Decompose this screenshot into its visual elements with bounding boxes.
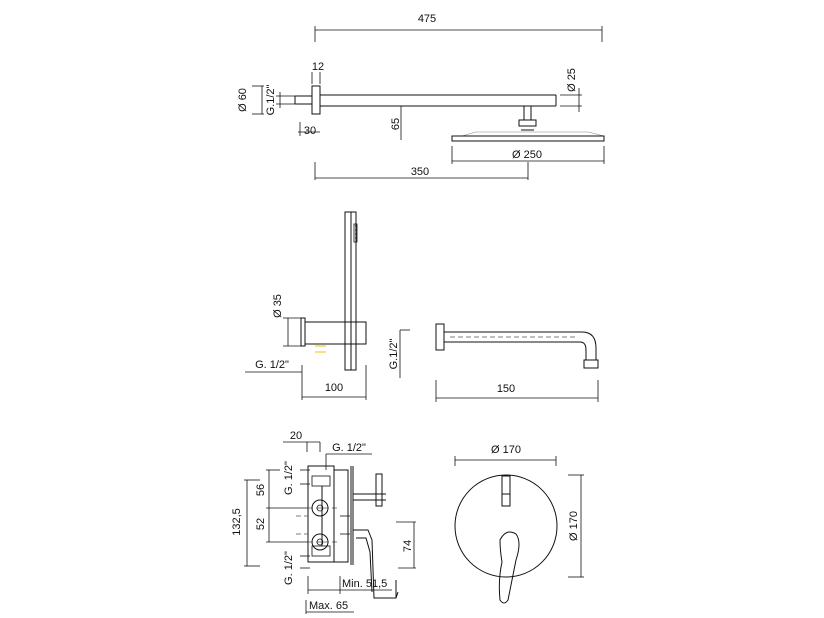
flange-thickness-label: 12 xyxy=(312,61,324,73)
outlet-thread-label: G. 1/2" xyxy=(332,442,366,454)
max-depth-label: Max. 65 xyxy=(309,600,348,612)
flange-offset-label: 30 xyxy=(304,125,316,137)
cover-plate-view: Ø 170 Ø 170 xyxy=(454,444,584,604)
flange-diameter-label: Ø 60 xyxy=(237,88,249,112)
lower-thread-label: G. 1/2" xyxy=(283,551,295,585)
hand-inlet-thread-label: G. 1/2" xyxy=(255,359,289,371)
head-diameter-label: Ø 250 xyxy=(512,149,542,161)
min-depth-label: Min. 51,5 xyxy=(342,578,387,590)
hand-shower-view: Ø 35 G. 1/2" 100 xyxy=(245,211,367,400)
hand-flange-diameter-label: Ø 35 xyxy=(272,294,284,318)
mixer-body-view: 20 G. 1/2" G. 1/2" xyxy=(231,430,416,614)
hand-projection-label: 100 xyxy=(325,382,343,394)
spout-view: G.1/2" 150 xyxy=(388,323,599,402)
spout-reach-label: 150 xyxy=(497,383,515,395)
shower-arm-view: 475 12 Ø 60 G.1/2" Ø 25 65 xyxy=(237,13,605,180)
lever-height-label: 74 xyxy=(402,540,414,552)
plate-width-label: Ø 170 xyxy=(491,444,521,456)
arm-inlet-thread-label: G.1/2" xyxy=(265,85,277,116)
plate-height-label: Ø 170 xyxy=(568,511,580,541)
arm-reach-label: 350 xyxy=(411,166,429,178)
arm-height-label: 65 xyxy=(390,118,402,130)
lower-spacing-label: 52 xyxy=(255,518,267,530)
spout-inlet-thread-label: G.1/2" xyxy=(388,339,400,370)
overall-height-label: 132,5 xyxy=(231,508,243,536)
port-offset-label: 20 xyxy=(290,430,302,442)
upper-spacing-label: 56 xyxy=(255,484,267,496)
total-length-label: 475 xyxy=(418,13,436,25)
upper-thread-label: G. 1/2" xyxy=(283,461,295,495)
arm-diameter-label: Ø 25 xyxy=(566,68,578,92)
